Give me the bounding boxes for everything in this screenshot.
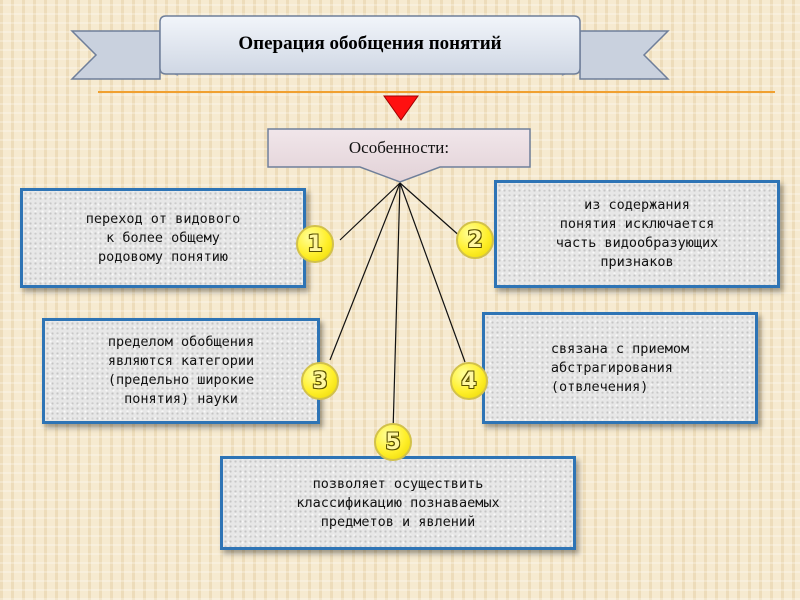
feature-box-3: пределом обобщения являются категории (п… xyxy=(42,318,320,424)
feature-text-4: связана с приемом абстрагирования (отвле… xyxy=(550,340,690,395)
header-callout xyxy=(267,128,531,183)
feature-box-2: из содержания понятия исключается часть … xyxy=(494,180,780,288)
feature-box-4: связана с приемом абстрагирования (отвле… xyxy=(482,312,758,424)
feature-text-1: переход от видового к более общему родов… xyxy=(85,210,241,265)
number-badge-3: 3 xyxy=(301,362,339,400)
feature-text-5: позволяет осуществить классификацию позн… xyxy=(296,475,500,530)
connector-lines xyxy=(329,182,466,433)
feature-text-2: из содержания понятия исключается часть … xyxy=(555,197,719,270)
feature-text-3: пределом обобщения являются категории (п… xyxy=(107,334,255,407)
number-badge-2: 2 xyxy=(456,221,494,259)
number-badge-1: 1 xyxy=(296,225,334,263)
down-arrow-icon xyxy=(383,95,419,121)
number-badge-4: 4 xyxy=(450,362,488,400)
features-header: Особенности: xyxy=(348,138,450,157)
title-ribbon xyxy=(70,15,670,80)
number-badge-5: 5 xyxy=(374,423,412,461)
feature-box-1: переход от видового к более общему родов… xyxy=(20,188,306,288)
page-title: Операция обобщения понятий xyxy=(238,33,502,54)
feature-box-5: позволяет осуществить классификацию позн… xyxy=(220,456,576,550)
